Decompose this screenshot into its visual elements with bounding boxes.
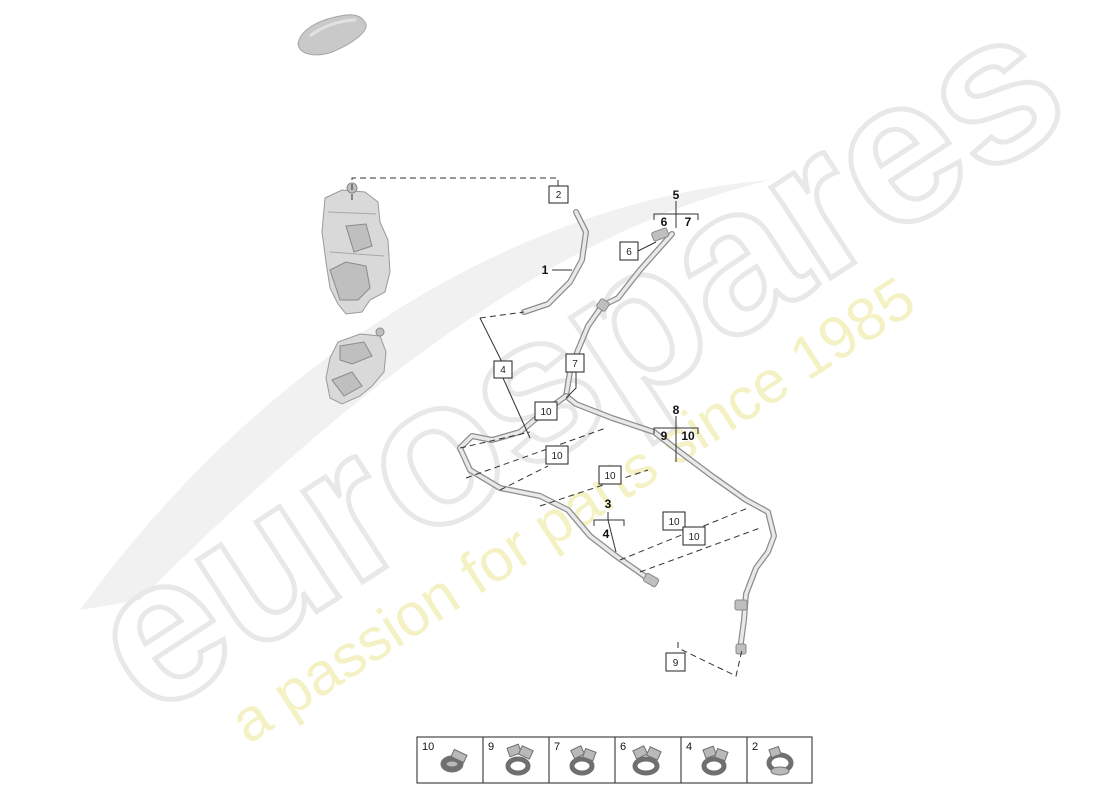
callout-8: 8: [673, 403, 680, 417]
dashed-leaders: [351, 177, 761, 677]
callout-5: 5: [673, 188, 680, 202]
legend-number: 6: [620, 741, 626, 753]
callout-box-10-c: 10: [598, 465, 622, 485]
clamp-icon: [440, 748, 468, 773]
leader-lines: [479, 201, 699, 553]
callout-box-10-d: 10: [662, 511, 686, 531]
svg-text:6: 6: [626, 247, 632, 258]
clamp-icon: [505, 743, 534, 776]
callout-box-4: 4: [493, 360, 513, 379]
callout-4-group: 4: [603, 527, 610, 541]
svg-text:10: 10: [668, 517, 680, 528]
svg-text:10: 10: [604, 471, 616, 482]
svg-text:7: 7: [572, 359, 578, 370]
coolant-reservoir-upper: [321, 182, 391, 315]
callout-box-9: 9: [665, 652, 686, 672]
callout-box-10-a: 10: [534, 401, 558, 421]
callout-3: 3: [605, 497, 612, 511]
clamp-legend: [416, 736, 813, 784]
watermark-brand: eurospares: [49, 0, 1100, 757]
car-icon: [297, 14, 367, 56]
callout-box-2: 2: [548, 185, 569, 204]
svg-text:10: 10: [688, 532, 700, 543]
clamp-icon: [766, 745, 794, 776]
callout-box-6: 6: [619, 241, 639, 261]
legend-item-10: 10: [422, 741, 468, 773]
hose-part-1: [521, 209, 589, 315]
legend-item-9: 9: [488, 741, 534, 776]
clamp-icon: [632, 745, 662, 776]
legend-number: 2: [752, 741, 758, 753]
coolant-line-main: [457, 227, 777, 655]
watermark-swoosh: [80, 180, 770, 610]
svg-text:4: 4: [500, 365, 506, 376]
legend-number: 7: [554, 741, 560, 753]
svg-text:10: 10: [540, 407, 552, 418]
callout-10-group: 10: [681, 429, 695, 443]
legend-item-4: 4: [686, 741, 729, 776]
svg-text:2: 2: [556, 190, 562, 201]
legend-item-7: 7: [554, 741, 597, 776]
coolant-reservoir-lower: [325, 327, 387, 405]
svg-text:10: 10: [551, 451, 563, 462]
legend-number: 10: [422, 741, 434, 753]
callout-9-group: 9: [661, 429, 668, 443]
svg-text:9: 9: [673, 658, 679, 669]
callout-7-group: 7: [685, 215, 692, 229]
clamp-icon: [569, 745, 597, 776]
legend-number: 9: [488, 741, 494, 753]
callout-box-7: 7: [565, 353, 585, 373]
legend-item-2: 2: [752, 741, 794, 776]
legend-item-6: 6: [620, 741, 662, 776]
callout-box-10-b: 10: [545, 445, 569, 465]
callout-1: 1: [542, 263, 549, 277]
callout-6-group: 6: [661, 215, 668, 229]
clamp-icon: [701, 745, 729, 776]
callout-box-10-e: 10: [682, 526, 706, 546]
legend-number: 4: [686, 741, 692, 753]
